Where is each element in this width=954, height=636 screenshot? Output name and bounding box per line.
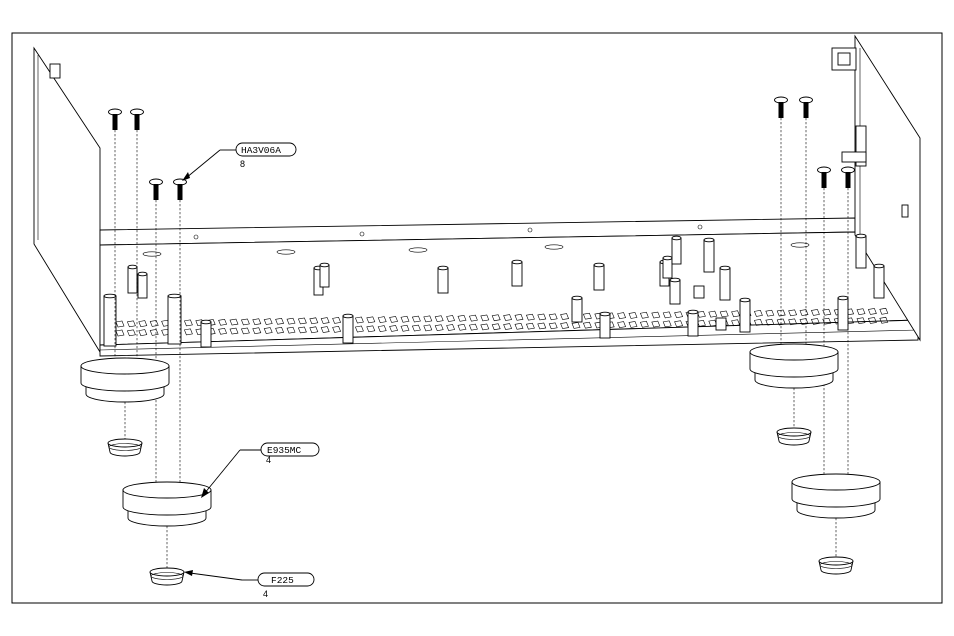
callout-quantity-pad: 4 [263, 589, 268, 599]
standoff [343, 314, 353, 343]
chassis-tray [34, 36, 920, 356]
standoff [320, 263, 329, 287]
standoff [688, 310, 698, 336]
callout-quantity-screw: 8 [240, 159, 245, 169]
standoff [672, 236, 681, 264]
standoff [670, 278, 680, 304]
standoff [138, 272, 147, 298]
callout-pad: F225 4 [184, 570, 314, 599]
standoff [594, 263, 604, 290]
standoff [168, 294, 181, 344]
standoff [201, 320, 211, 347]
standoff [663, 256, 672, 278]
standoff [856, 234, 866, 268]
callout-quantity-foot: 4 [266, 455, 271, 465]
foot-pad [108, 439, 142, 456]
standoff [704, 238, 714, 272]
standoff [720, 266, 730, 300]
foot-pad [777, 428, 811, 445]
callout-foot: E935MC 4 [201, 443, 319, 498]
component-block [716, 318, 726, 330]
foot-pad [819, 557, 853, 574]
standoff [438, 266, 448, 293]
standoff [128, 265, 137, 293]
standoff [740, 298, 750, 332]
rubber-foot [750, 344, 838, 445]
rubber-foot [792, 474, 880, 574]
rubber-foot [123, 482, 211, 585]
standoff [572, 296, 582, 322]
component-block [694, 286, 704, 298]
standoff [874, 264, 884, 298]
standoff [600, 312, 610, 338]
callout-part-number-pad: F225 [271, 575, 294, 586]
callout-part-number-screw: HA3V06A [241, 145, 281, 156]
callout-part-number-foot: E935MC [267, 445, 302, 456]
standoff [838, 296, 848, 330]
standoff [512, 260, 522, 286]
standoff [104, 294, 116, 346]
foot-pad [150, 568, 184, 585]
rubber-feet [81, 344, 880, 585]
callout-screw: HA3V06A 8 [182, 143, 296, 181]
